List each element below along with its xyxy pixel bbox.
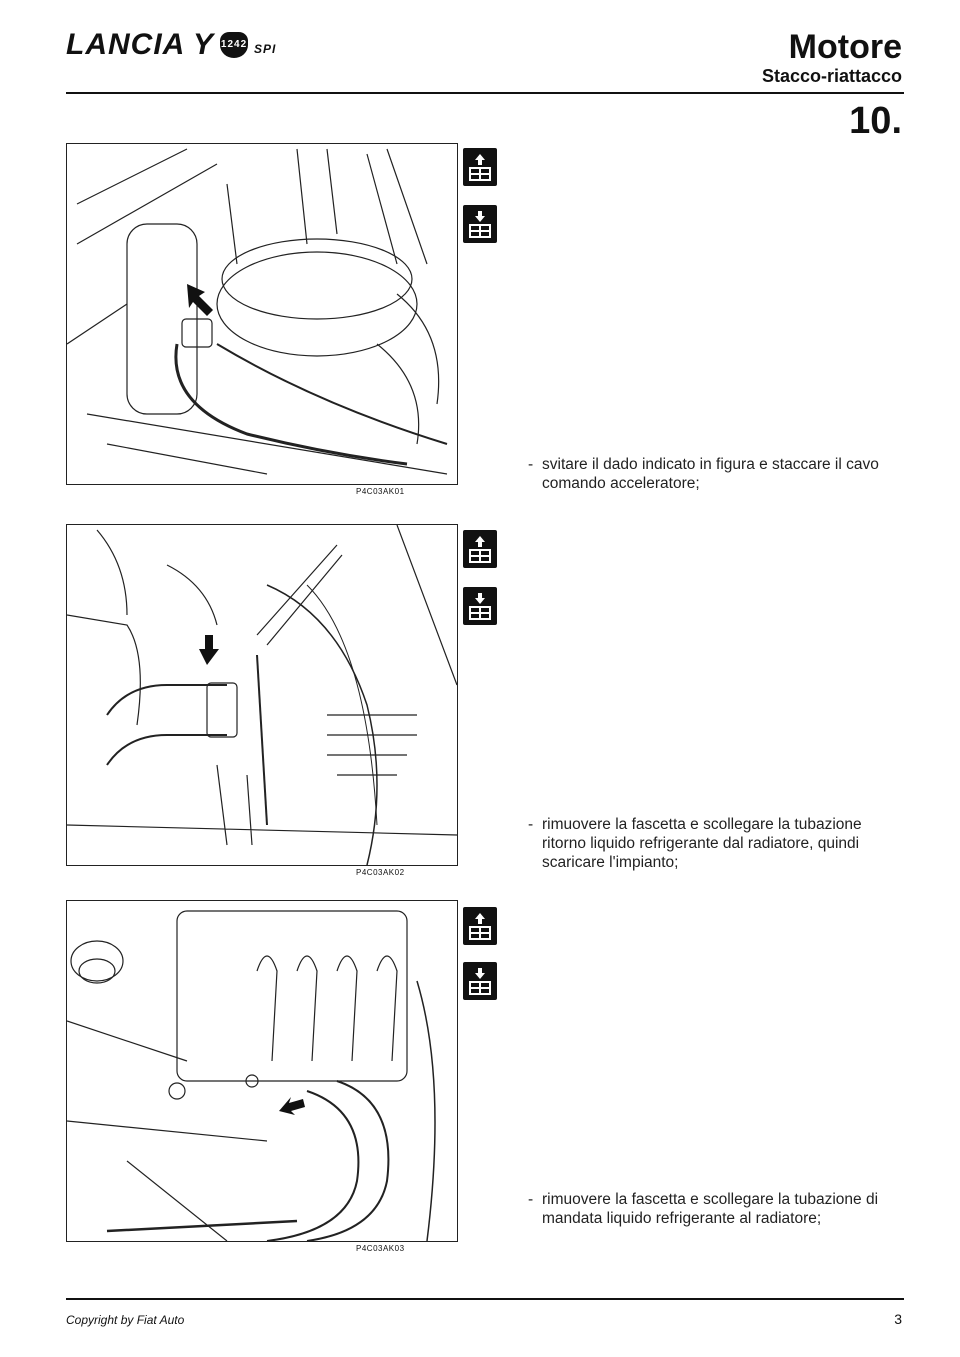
figure-radiator-delivery-hose	[66, 900, 458, 1242]
header-rule	[66, 92, 904, 94]
radiator-delivery-illustration	[67, 910, 436, 1241]
engine-badge-icon: 1242	[220, 32, 249, 58]
section-title: Motore	[788, 28, 902, 66]
chapter-number: 10.	[849, 100, 902, 142]
step-2: - rimuovere la fascetta e scollegare la …	[528, 815, 908, 872]
copyright: Copyright by Fiat Auto	[66, 1313, 185, 1327]
arrow-icon	[199, 635, 219, 665]
figure-caption-1: P4C03AK01	[356, 487, 405, 496]
arrow-icon	[279, 1097, 305, 1115]
engine-throttle-illustration	[67, 148, 448, 475]
figure-caption-2: P4C03AK02	[356, 868, 405, 877]
lift-down-icon	[463, 587, 497, 625]
lift-down-icon	[463, 205, 497, 243]
figure-radiator-return-hose	[66, 524, 458, 866]
footer-rule	[66, 1298, 904, 1300]
brand-logo: LANCIA Y 1242 SPI	[66, 28, 276, 62]
lift-up-icon	[463, 148, 497, 186]
step-2-text: rimuovere la fascetta e scollegare la tu…	[542, 816, 862, 871]
radiator-return-illustration	[67, 525, 457, 865]
step-1: - svitare il dado indicato in figura e s…	[528, 455, 908, 493]
lift-up-icon	[463, 530, 497, 568]
arrow-icon	[187, 284, 213, 316]
step-3-text: rimuovere la fascetta e scollegare la tu…	[542, 1191, 879, 1227]
brand-name: LANCIA Y	[66, 28, 215, 61]
lift-up-icon	[463, 907, 497, 945]
engine-suffix: SPI	[254, 42, 277, 56]
lift-down-icon	[463, 962, 497, 1000]
step-3: - rimuovere la fascetta e scollegare la …	[528, 1190, 908, 1228]
section-subtitle: Stacco-riattacco	[761, 66, 902, 86]
page-number: 3	[894, 1311, 902, 1327]
step-1-text: svitare il dado indicato in figura e sta…	[542, 456, 879, 492]
figure-throttle-cable	[66, 143, 458, 485]
figure-caption-3: P4C03AK03	[356, 1244, 405, 1253]
